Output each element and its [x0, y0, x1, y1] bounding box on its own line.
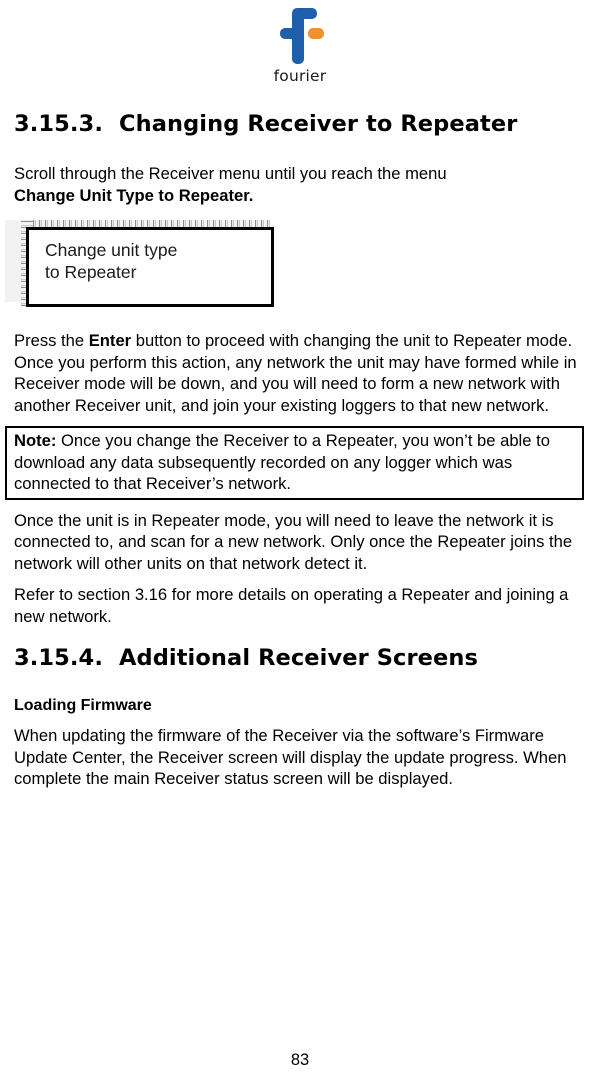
- page-number: 83: [290, 1051, 310, 1069]
- note-label: Note:: [14, 431, 57, 450]
- section-number: 3.15.4.: [14, 645, 103, 671]
- intro-lead-bold: Change Unit Type to Repeater.: [14, 185, 254, 205]
- section-number: 3.15.3.: [14, 111, 103, 137]
- firmware-paragraph: When updating the firmware of the Receiv…: [14, 726, 567, 788]
- press-enter-paragraph: Press the Enter button to proceed with c…: [0, 330, 600, 416]
- section-heading-3-15-4: 3.15.4. Additional Receiver Screens: [0, 645, 600, 671]
- section-title: Changing Receiver to Repeater: [118, 111, 518, 137]
- note-callout-box: Note: Once you change the Receiver to a …: [5, 426, 584, 500]
- section-heading-3-15-3: 3.15.3. Changing Receiver to Repeater: [0, 111, 600, 137]
- repeater-mode-paragraph: Once the unit is in Repeater mode, you w…: [14, 510, 573, 573]
- lcd-screen-line-1: Change unit type: [45, 240, 178, 260]
- logo-wordmark: fourier: [273, 67, 327, 85]
- press-enter-pre: Press the: [14, 331, 89, 350]
- intro-paragraph: Scroll through the Receiver menu until y…: [0, 163, 600, 206]
- subheading-loading-firmware: Loading Firmware: [14, 697, 152, 714]
- note-body: Once you change the Receiver to a Repeat…: [14, 431, 550, 493]
- lcd-screen-display: Change unit type to Repeater: [26, 227, 274, 307]
- lcd-screen-illustration: Change unit type to Repeater: [5, 216, 285, 312]
- fourier-f-logo-icon: [268, 6, 332, 66]
- lcd-screen-line-2: to Repeater: [45, 262, 137, 282]
- intro-lead-text: Scroll through the Receiver menu until y…: [14, 164, 447, 183]
- page-header: fourier: [0, 0, 600, 85]
- press-enter-post: button to proceed with changing the unit…: [14, 331, 577, 415]
- section-title: Additional Receiver Screens: [118, 645, 478, 671]
- page-footer: 83: [0, 1051, 600, 1070]
- note-text: Note: Once you change the Receiver to a …: [14, 430, 576, 495]
- press-enter-bold: Enter: [88, 331, 132, 350]
- refer-section-paragraph: Refer to section 3.16 for more details o…: [14, 585, 569, 626]
